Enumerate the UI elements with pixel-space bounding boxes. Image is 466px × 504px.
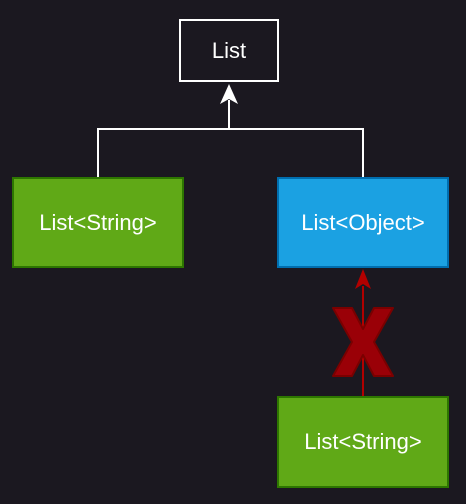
list-string-bottom-label: List<String> <box>304 429 422 454</box>
list-string-node-left: List<String> <box>12 177 184 268</box>
list-object-label: List<Object> <box>301 209 425 235</box>
x-cross-icon <box>332 307 394 377</box>
list-string-node-bottom: List<String> <box>277 396 449 488</box>
list-string-left-label: List<String> <box>39 209 157 235</box>
arrow-up-icon <box>220 84 238 104</box>
list-node: List <box>179 19 279 82</box>
list-object-node: List<Object> <box>277 177 449 268</box>
inheritance-connector <box>97 84 364 177</box>
red-arrow-up-icon <box>355 269 371 289</box>
list-node-label: List <box>211 37 247 63</box>
